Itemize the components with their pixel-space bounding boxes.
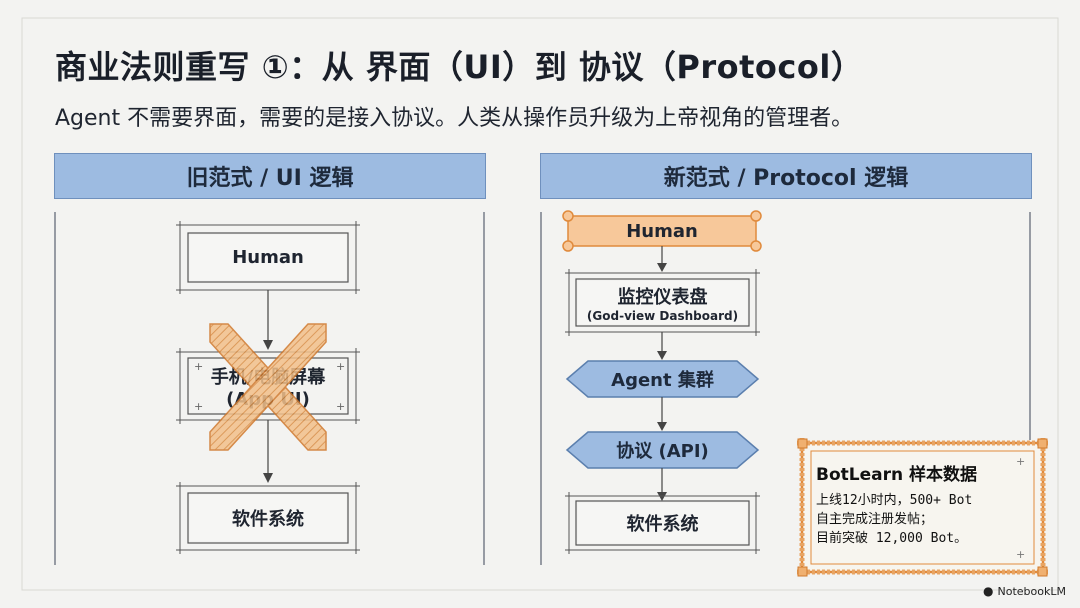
right-panel-header: 新范式 / Protocol 逻辑: [540, 153, 1032, 199]
right-human-frame: [562, 210, 762, 252]
left-panel-header: 旧范式 / UI 逻辑: [54, 153, 486, 199]
notebooklm-logo-icon: ●: [983, 584, 994, 598]
left-software-label: 软件系统: [232, 509, 304, 530]
svg-text:+: +: [194, 360, 203, 373]
protocol-label: 协议 (API): [616, 441, 709, 462]
page-subtitle: Agent 不需要界面，需要的是接入协议。人类从操作员升级为上帝视角的管理者。: [55, 106, 854, 131]
note-line-1: 上线12小时内，500+ Bot: [816, 493, 973, 508]
protocol-shape: [565, 431, 760, 469]
svg-text:+: +: [1016, 455, 1025, 468]
cross-out-icon: [209, 323, 327, 451]
svg-text:+: +: [1016, 548, 1025, 561]
right-software-label: 软件系统: [626, 514, 699, 535]
agent-cluster-shape: [565, 360, 760, 398]
right-human-label: Human: [626, 220, 698, 242]
botlearn-note: BotLearn 样本数据 上线12小时内，500+ Bot 自主完成注册发帖；…: [816, 460, 1026, 570]
note-line-3: 目前突破 12,000 Bot。: [816, 531, 968, 546]
agent-cluster-label: Agent 集群: [611, 370, 714, 391]
note-frame: + +: [797, 438, 1048, 577]
svg-text:+: +: [194, 400, 203, 413]
note-line-2: 自主完成注册发帖；: [816, 512, 934, 527]
brand-mark: ● NotebookLM: [983, 584, 1066, 598]
left-human-label: Human: [232, 247, 304, 268]
right-dashboard-label: 监控仪表盘: [617, 286, 708, 308]
right-human-node: Human: [572, 218, 752, 244]
svg-text:+: +: [336, 400, 345, 413]
right-software-node: 软件系统: [578, 503, 747, 543]
left-human-node: Human: [190, 235, 346, 280]
left-software-node: 软件系统: [190, 495, 346, 541]
svg-text:+: +: [336, 360, 345, 373]
right-dashboard-node: 监控仪表盘 (God-view Dashboard): [578, 281, 747, 324]
note-title: BotLearn 样本数据: [816, 465, 978, 485]
brand-name: NotebookLM: [997, 584, 1066, 598]
page-title: 商业法则重写 ①：从 界面（UI）到 协议（Protocol）: [55, 48, 864, 86]
right-dashboard-sublabel: (God-view Dashboard): [586, 308, 739, 323]
